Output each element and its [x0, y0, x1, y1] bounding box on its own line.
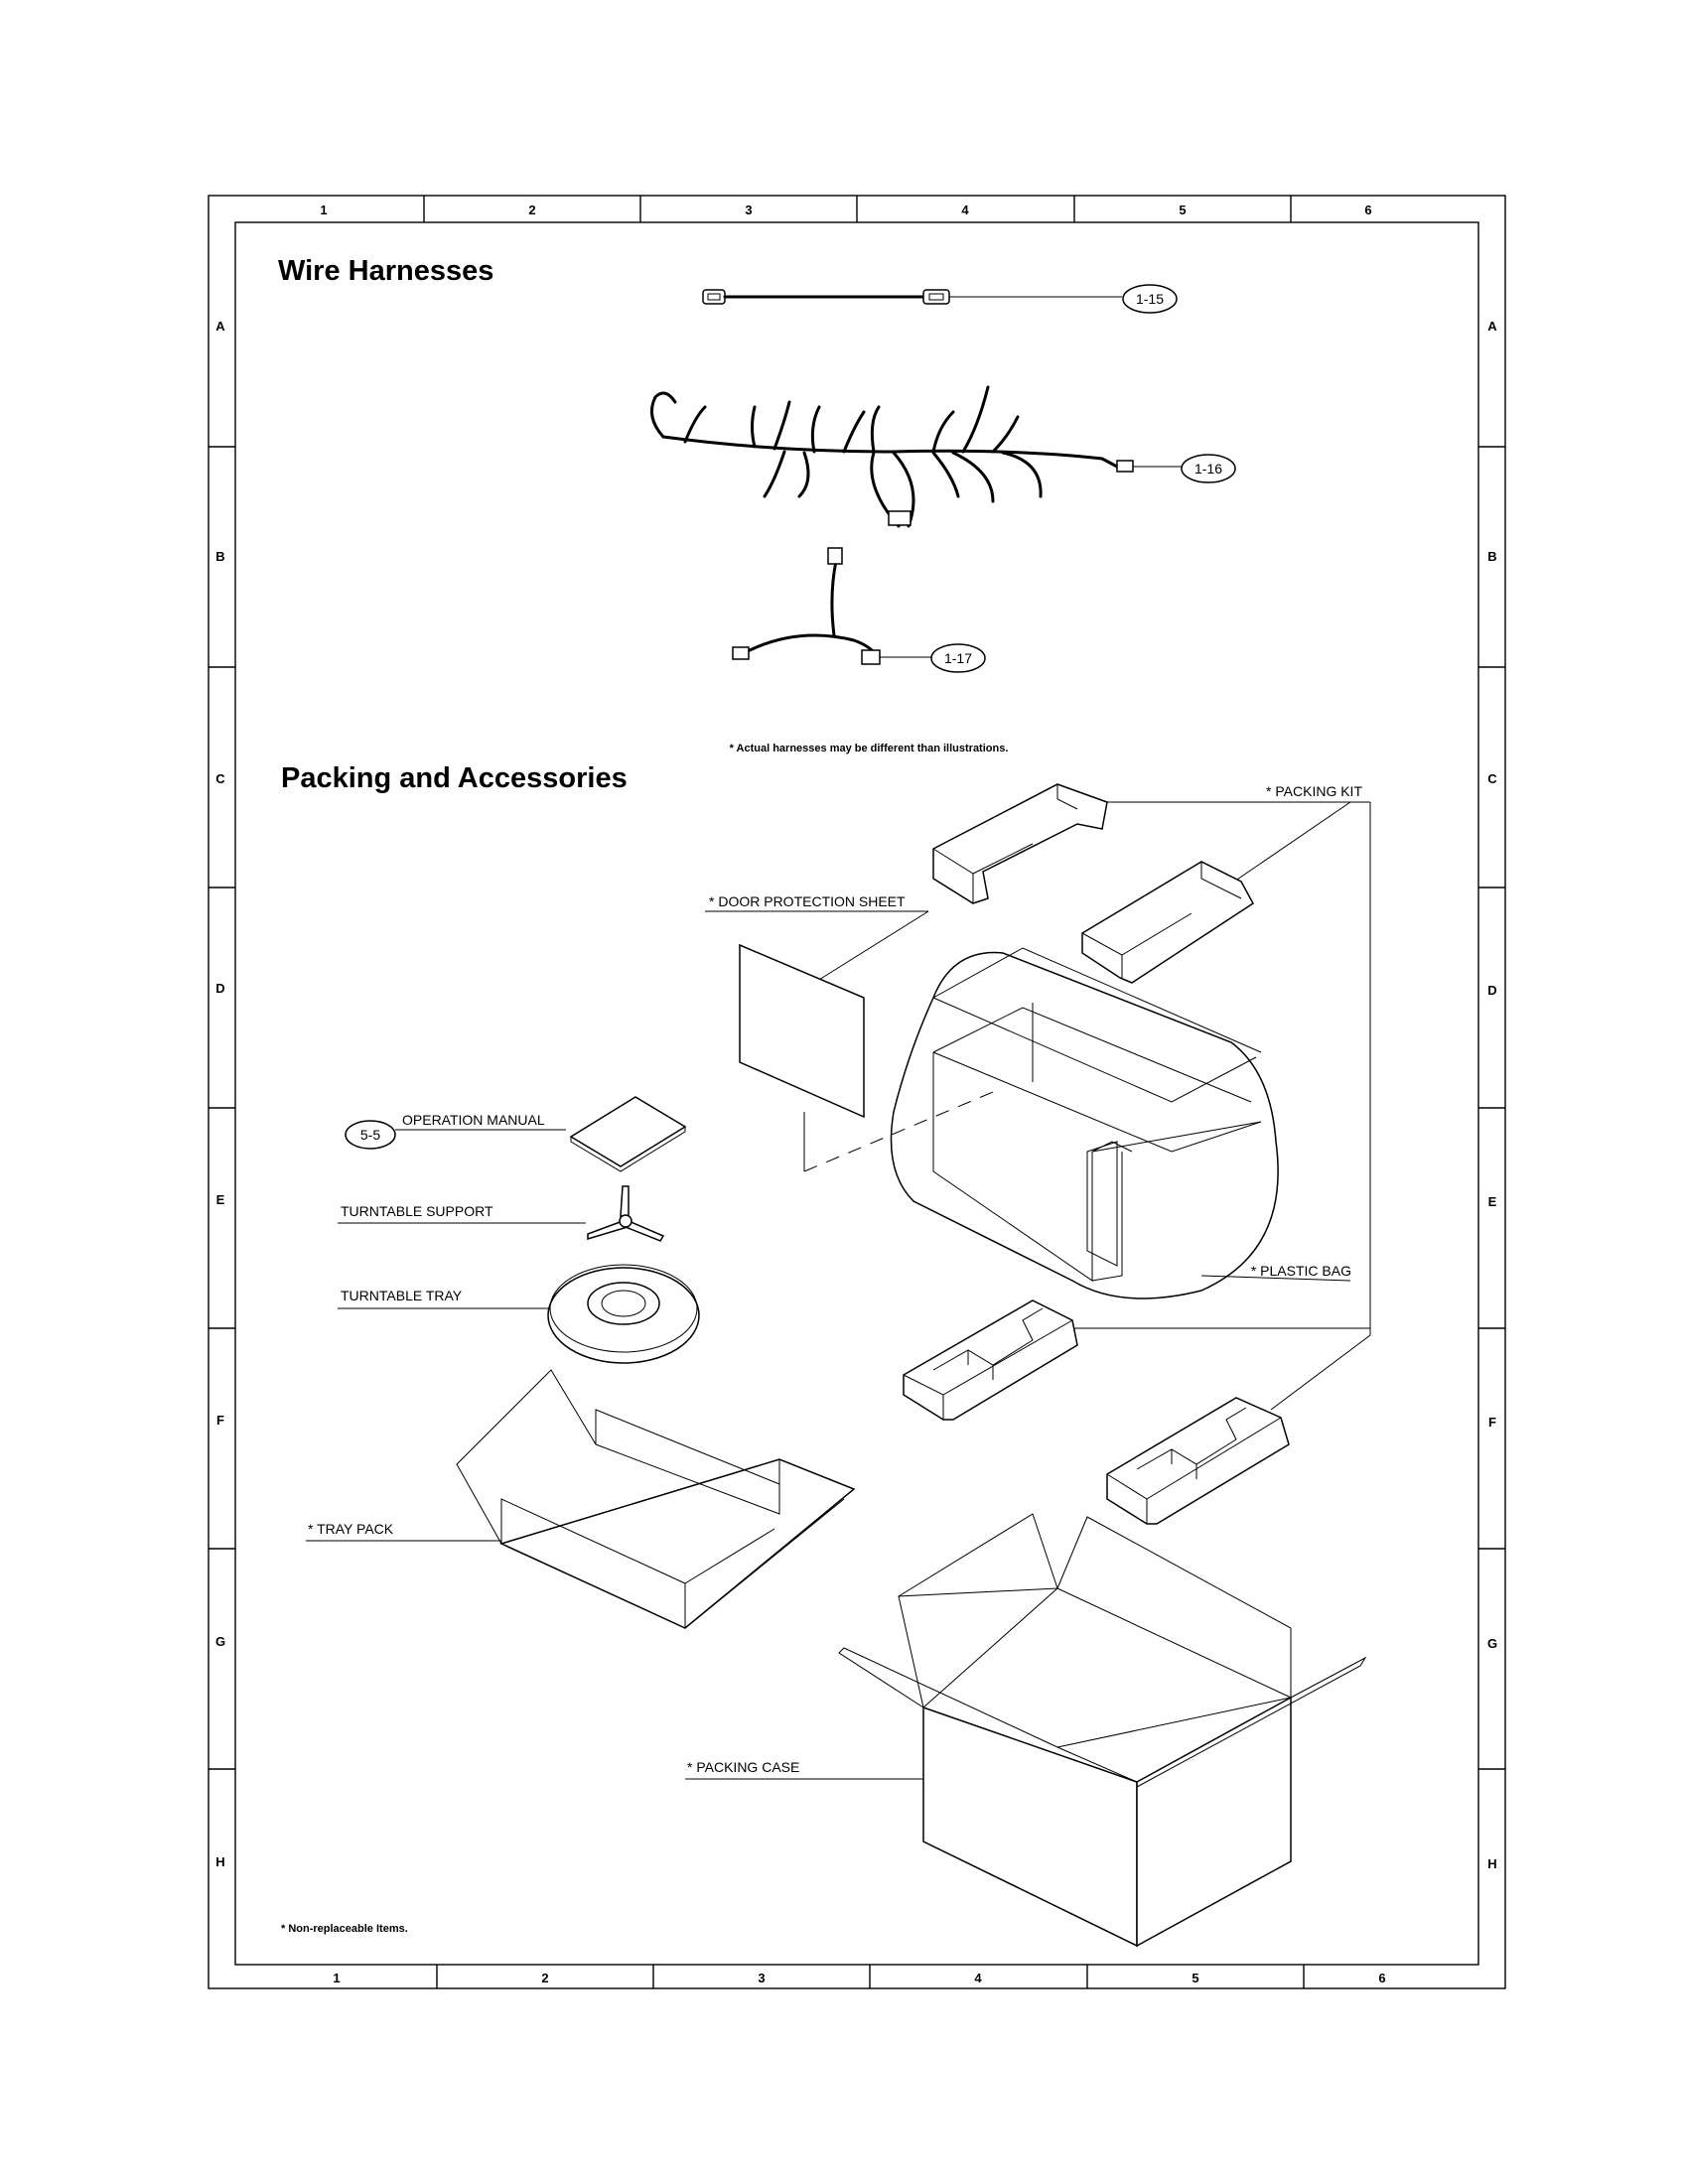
operation-manual: [569, 1096, 687, 1172]
row-label-left: D: [215, 981, 224, 996]
column-label-bottom: 4: [974, 1971, 982, 1985]
label-turntable-tray: TURNTABLE TRAY: [341, 1288, 463, 1303]
packing-kit-top-right: [1081, 861, 1254, 984]
harness-ref-label: 1-17: [944, 650, 972, 666]
column-label-bottom: 5: [1192, 1971, 1198, 1985]
column-label-top: 1: [320, 203, 327, 217]
harness-ref-label: 1-16: [1194, 461, 1222, 477]
harness-note: * Actual harnesses may be different than…: [730, 743, 1009, 754]
label-operation-manual: OPERATION MANUAL: [402, 1112, 545, 1128]
label-packing-case: * PACKING CASE: [687, 1759, 799, 1775]
footnote: * Non-replaceable Items.: [281, 1923, 408, 1935]
row-label-right: C: [1487, 771, 1497, 786]
label-plastic-bag: * PLASTIC BAG: [1251, 1263, 1351, 1279]
row-label-left: A: [215, 319, 225, 334]
row-label-right: G: [1487, 1636, 1497, 1651]
label-turntable-support: TURNTABLE SUPPORT: [341, 1203, 493, 1219]
operation-manual-ref: 5-5: [360, 1127, 380, 1143]
row-label-left: C: [215, 771, 225, 786]
harness-ref-label: 1-15: [1136, 291, 1164, 307]
wire-harness-1-15: 1-15: [702, 284, 1178, 314]
callout-circle: [345, 1120, 396, 1150]
label-door-protection-sheet: * DOOR PROTECTION SHEET: [709, 893, 906, 909]
row-label-right: A: [1487, 319, 1497, 334]
column-label-top: 4: [961, 203, 969, 217]
row-label-right: B: [1487, 549, 1496, 564]
column-label-bottom: 1: [333, 1971, 340, 1985]
label-packing-kit: * PACKING KIT: [1266, 783, 1362, 799]
row-label-left: F: [216, 1413, 224, 1428]
column-label-bottom: 2: [541, 1971, 548, 1985]
callout-circle: [1122, 284, 1178, 314]
turntable-tray: [547, 1264, 700, 1364]
packing-kit-bottom-right: [1106, 1397, 1290, 1525]
callout-circle: [1181, 454, 1236, 483]
row-label-right: H: [1487, 1856, 1496, 1871]
column-label-top: 2: [528, 203, 535, 217]
column-label-bottom: 6: [1378, 1971, 1385, 1985]
row-label-left: E: [216, 1192, 225, 1207]
column-label-bottom: 3: [758, 1971, 765, 1985]
row-label-right: D: [1487, 983, 1496, 998]
row-label-right: F: [1488, 1415, 1496, 1430]
tray-pack: [456, 1369, 856, 1629]
wire-harnesses-title: Wire Harnesses: [278, 255, 493, 287]
packing-title: Packing and Accessories: [281, 762, 628, 794]
callout-circle: [930, 643, 986, 673]
wire-harness-1-17: 1-17: [732, 547, 986, 673]
packing-case: [838, 1513, 1367, 1948]
row-label-left: H: [215, 1854, 224, 1869]
turntable-support: [587, 1185, 665, 1242]
wire-harness-1-16: 1-16: [649, 385, 1236, 528]
drawing-frame: 1 2 3 4 5 6 1 2 3 4 5 6 A B C D E F G H …: [208, 195, 1506, 1989]
column-label-top: 6: [1364, 203, 1371, 217]
row-label-left: G: [215, 1634, 225, 1649]
packing-kit-top-left: [932, 783, 1108, 904]
column-label-top: 5: [1179, 203, 1186, 217]
label-tray-pack: * TRAY PACK: [308, 1521, 394, 1537]
packing-kit-bottom-left: [903, 1299, 1078, 1421]
row-label-left: B: [215, 549, 224, 564]
column-label-top: 3: [745, 203, 752, 217]
microwave-in-plastic-bag: [890, 947, 1279, 1299]
door-protection-sheet: [739, 943, 865, 1119]
row-label-right: E: [1488, 1194, 1497, 1209]
